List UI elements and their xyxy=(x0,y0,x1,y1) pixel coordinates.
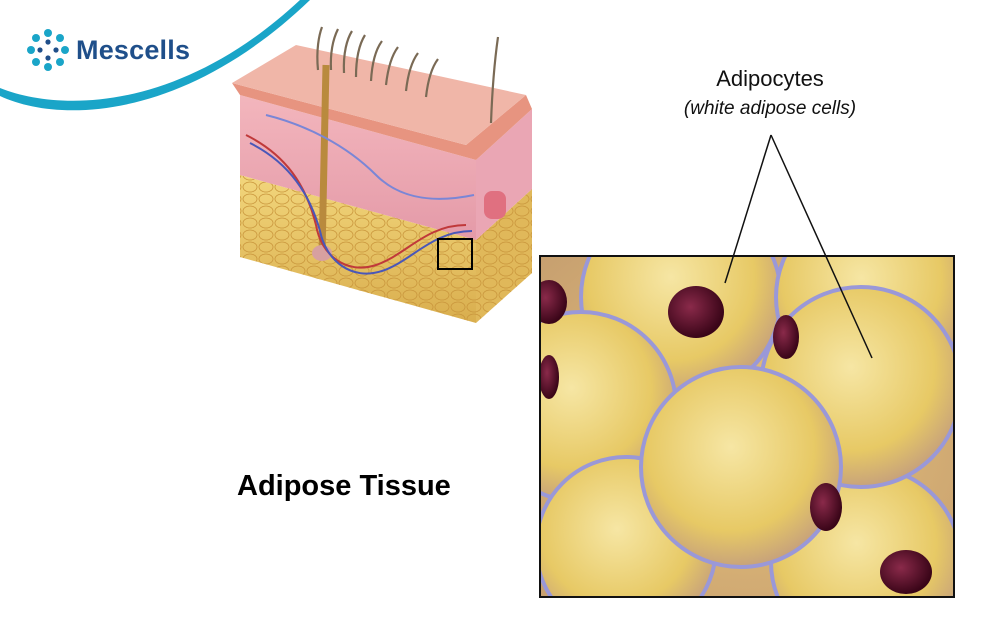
molecule-icon xyxy=(27,29,69,71)
adipocyte-closeup xyxy=(539,255,955,598)
brand-name: Mescells xyxy=(76,34,191,65)
mescells-logo: Mescells xyxy=(26,28,190,72)
adipocyte-illustration xyxy=(541,257,953,596)
brand-arc xyxy=(0,0,310,111)
skin-cross-section xyxy=(232,26,532,323)
page-title: Adipose Tissue xyxy=(237,470,451,502)
adipocytes-sublabel: (white adipose cells) xyxy=(683,98,857,119)
adipocytes-label: Adipocytes xyxy=(716,66,824,91)
